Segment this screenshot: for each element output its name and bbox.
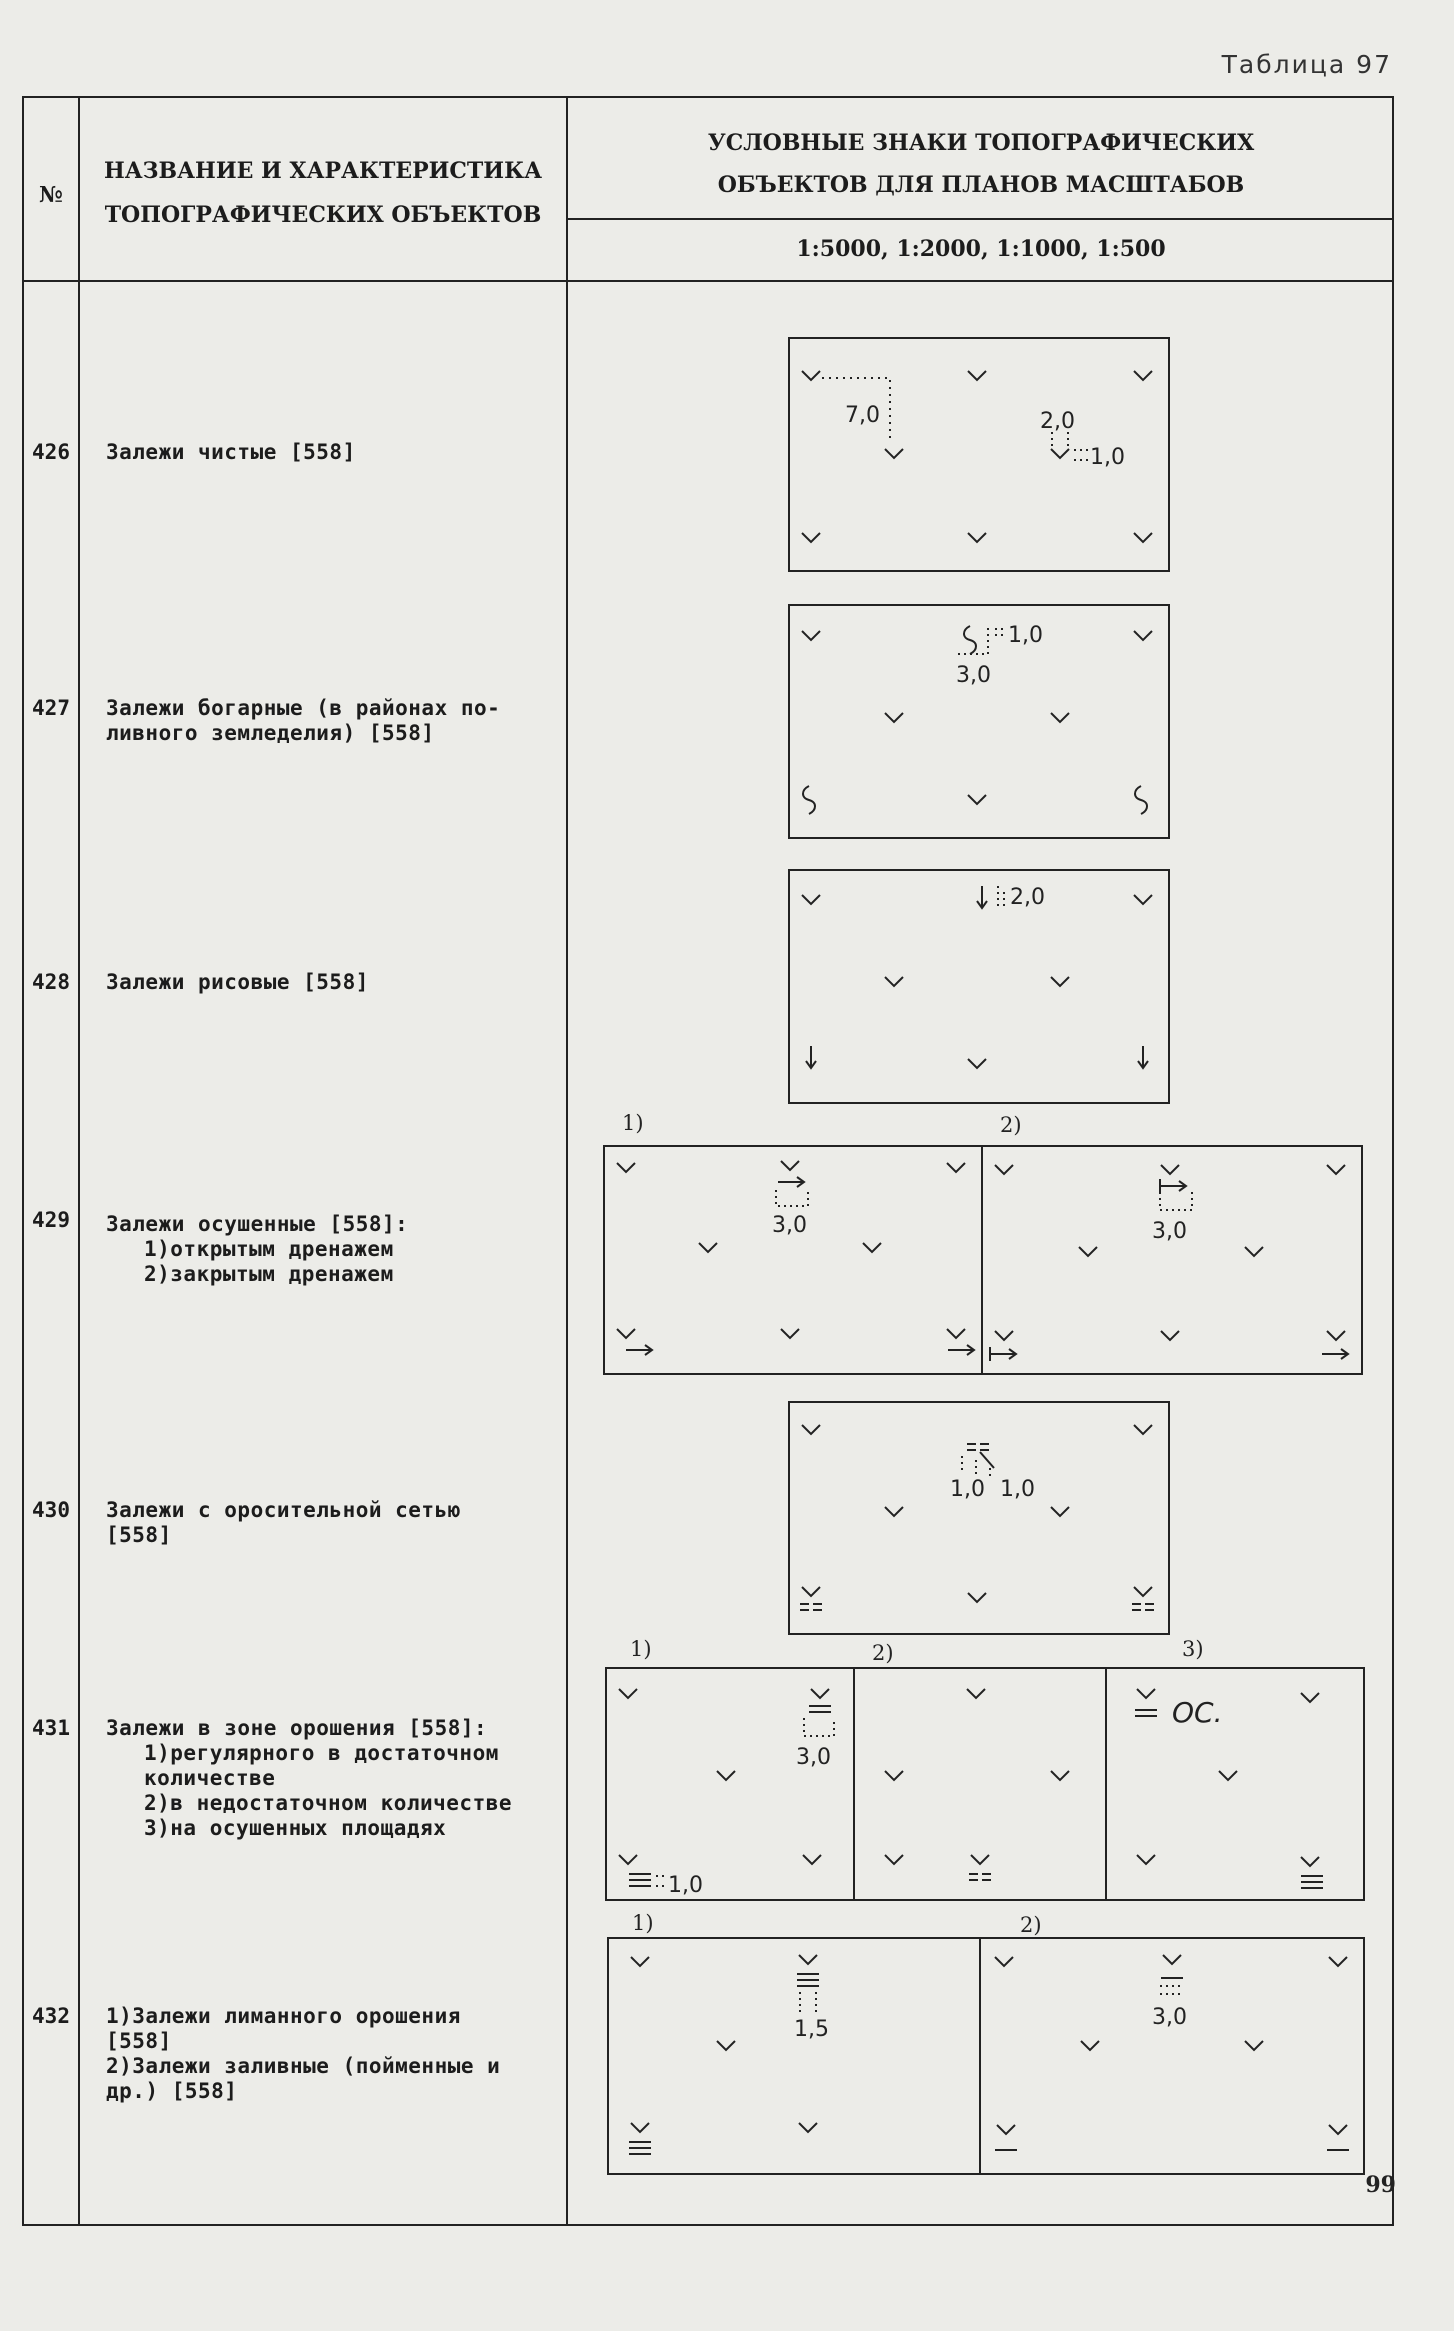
column-divider-name [566, 96, 568, 2226]
row-name: Залежи богарные (в районах по- ливного з… [106, 696, 550, 746]
row-name-line: 2)в недостаточном количестве [144, 1791, 513, 1815]
header-bottom-line [22, 280, 1394, 282]
variant-label: 2) [872, 1641, 894, 1665]
row-name-line: Залежи с оросительной сетью [106, 1498, 461, 1522]
row-number: 431 [32, 1716, 70, 1740]
symbol-429: 1) 2) 3,0 3,0 [603, 1111, 1363, 1375]
variant-label: 2) [1020, 1913, 1042, 1937]
oc-label: ОС. [1172, 1696, 1223, 1729]
row-name-line: Залежи осушенные [558]: [106, 1212, 409, 1236]
variant-label: 1) [622, 1111, 644, 1135]
symbol-432: 1) 2) 1,5 3,0 [607, 1911, 1365, 2175]
row-name-line: др.) [558] [106, 2079, 238, 2103]
row-number: 428 [32, 970, 70, 994]
dim-label: 3,0 [1152, 1219, 1187, 1244]
row-name-line: [558] [106, 1523, 172, 1547]
symbol-427: 1,0 3,0 [788, 604, 1170, 839]
dim-label: 3,0 [796, 1745, 831, 1770]
symbol-426: 7,0 2,0 1,0 [788, 337, 1170, 572]
dim-label: 3,0 [956, 663, 991, 688]
row-name-line: 3)на осушенных площадях [144, 1816, 447, 1840]
row-name: Залежи чистые [558] [106, 440, 550, 465]
dim-label: 1,0 [1008, 623, 1043, 648]
row-name: Залежи рисовые [558] [106, 970, 550, 995]
header-col-name-line1: НАЗВАНИЕ И ХАРАКТЕРИСТИКА [103, 158, 543, 184]
dim-label: 2,0 [1010, 885, 1045, 910]
row-name-line: 1)открытым дренажем [144, 1237, 394, 1261]
row-name-line: Залежи богарные (в районах по- [106, 696, 501, 720]
variant-label: 1) [632, 1911, 654, 1935]
row-name-line: [558] [106, 2029, 172, 2053]
dim-label: 1,0 [1090, 445, 1125, 470]
table-caption: Таблица 97 [1221, 50, 1392, 79]
header-col-sign-line2: ОБЪЕКТОВ ДЛЯ ПЛАНОВ МАСШТАБОВ [717, 172, 1245, 198]
dim-label: 1,0 [950, 1477, 985, 1502]
row-name-line: количестве [144, 1766, 276, 1790]
table-frame [22, 96, 1394, 2226]
row-name-line: Залежи чистые [558] [106, 440, 356, 464]
column-divider-num [78, 96, 80, 2226]
row-name: 1)Залежи лиманного орошения [558] 2)Зале… [106, 2004, 550, 2104]
row-name-line: Залежи рисовые [558] [106, 970, 369, 994]
variant-label: 2) [1000, 1113, 1022, 1137]
dim-label: 7,0 [845, 403, 880, 428]
dim-label: 1,0 [1000, 1477, 1035, 1502]
symbol-428: 2,0 [788, 869, 1170, 1104]
row-name-line: 2)закрытым дренажем [144, 1262, 394, 1286]
header-scales: 1:5000, 1:2000, 1:1000, 1:500 [796, 236, 1166, 262]
row-name-line: 1)регулярного в достаточном [144, 1741, 499, 1765]
row-number: 430 [32, 1498, 70, 1522]
row-name-line: 1)Залежи лиманного орошения [106, 2004, 461, 2028]
row-name: Залежи в зоне орошения [558]: 1)регулярн… [106, 1716, 550, 1841]
row-number: 432 [32, 2004, 70, 2028]
dim-label: 1,5 [794, 2017, 829, 2042]
dim-label: 2,0 [1040, 409, 1075, 434]
page-number: 99 [1365, 2172, 1396, 2198]
symbol-431: 1) 2) 3) 3,0 1,0 ОС. [605, 1637, 1365, 1901]
variant-label: 3) [1182, 1637, 1204, 1661]
dim-label: 3,0 [1152, 2005, 1187, 2030]
row-name-line: Залежи в зоне орошения [558]: [106, 1716, 488, 1740]
row-number: 429 [32, 1208, 70, 1232]
row-number: 426 [32, 440, 70, 464]
row-number: 427 [32, 696, 70, 720]
row-name-line: 2)Залежи заливные (пойменные и [106, 2054, 501, 2078]
symbol-430: 1,0 1,0 [788, 1401, 1170, 1635]
row-name: Залежи осушенные [558]: 1)открытым дрена… [106, 1212, 550, 1287]
row-name-line: ливного земледелия) [558] [106, 721, 435, 745]
header-col-num: № [39, 182, 63, 208]
row-name: Залежи с оросительной сетью [558] [106, 1498, 550, 1548]
dim-label: 3,0 [772, 1213, 807, 1238]
dim-label: 1,0 [668, 1873, 703, 1898]
header-col-name-line2: ТОПОГРАФИЧЕСКИХ ОБЪЕКТОВ [104, 202, 542, 228]
variant-label: 1) [630, 1637, 652, 1661]
header-scale-divider [566, 218, 1394, 220]
header-col-sign-line1: УСЛОВНЫЕ ЗНАКИ ТОПОГРАФИЧЕСКИХ [707, 130, 1255, 156]
